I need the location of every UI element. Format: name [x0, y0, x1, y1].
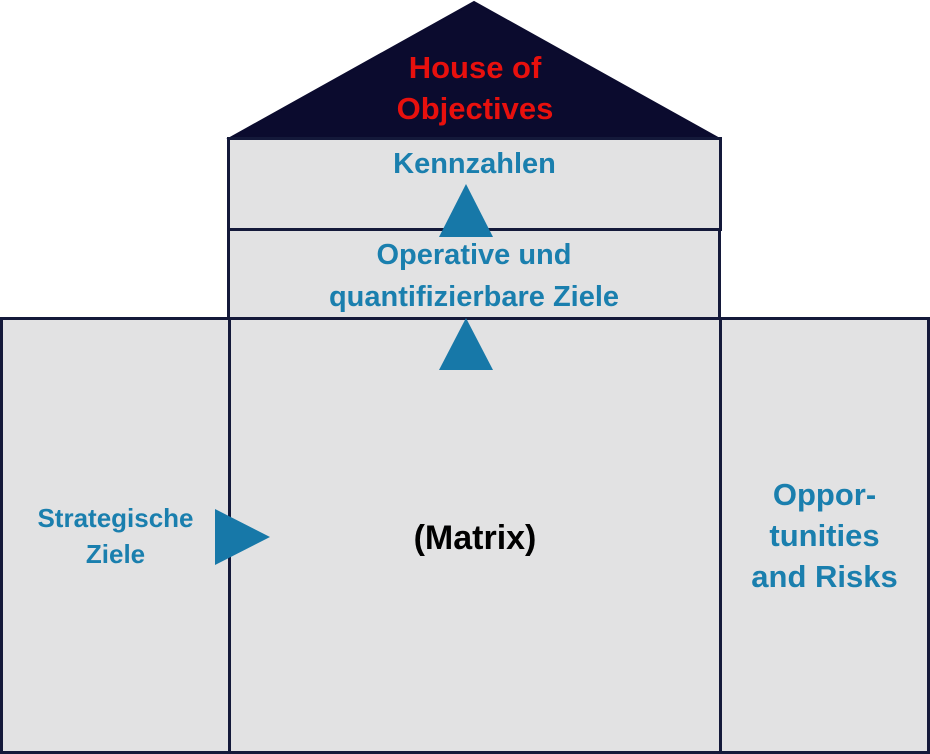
opportunities-risks-box: [719, 317, 930, 754]
opportunities-risks-label: Oppor- tunities and Risks: [751, 477, 898, 594]
roof-title: House of Objectives: [396, 50, 554, 126]
triangle-up-icon: [439, 318, 493, 370]
kennzahlen-label: Kennzahlen: [393, 148, 556, 180]
operative-label: Operative und quantifizierbare Ziele: [328, 239, 620, 313]
matrix-box: [228, 317, 722, 754]
strategische-ziele-label: Strategische Ziele: [37, 503, 194, 569]
matrix-label: (Matrix): [413, 519, 537, 557]
strategische-ziele-box: [0, 317, 231, 754]
triangle-right-icon: [215, 509, 270, 565]
triangle-up-icon: [439, 184, 493, 237]
